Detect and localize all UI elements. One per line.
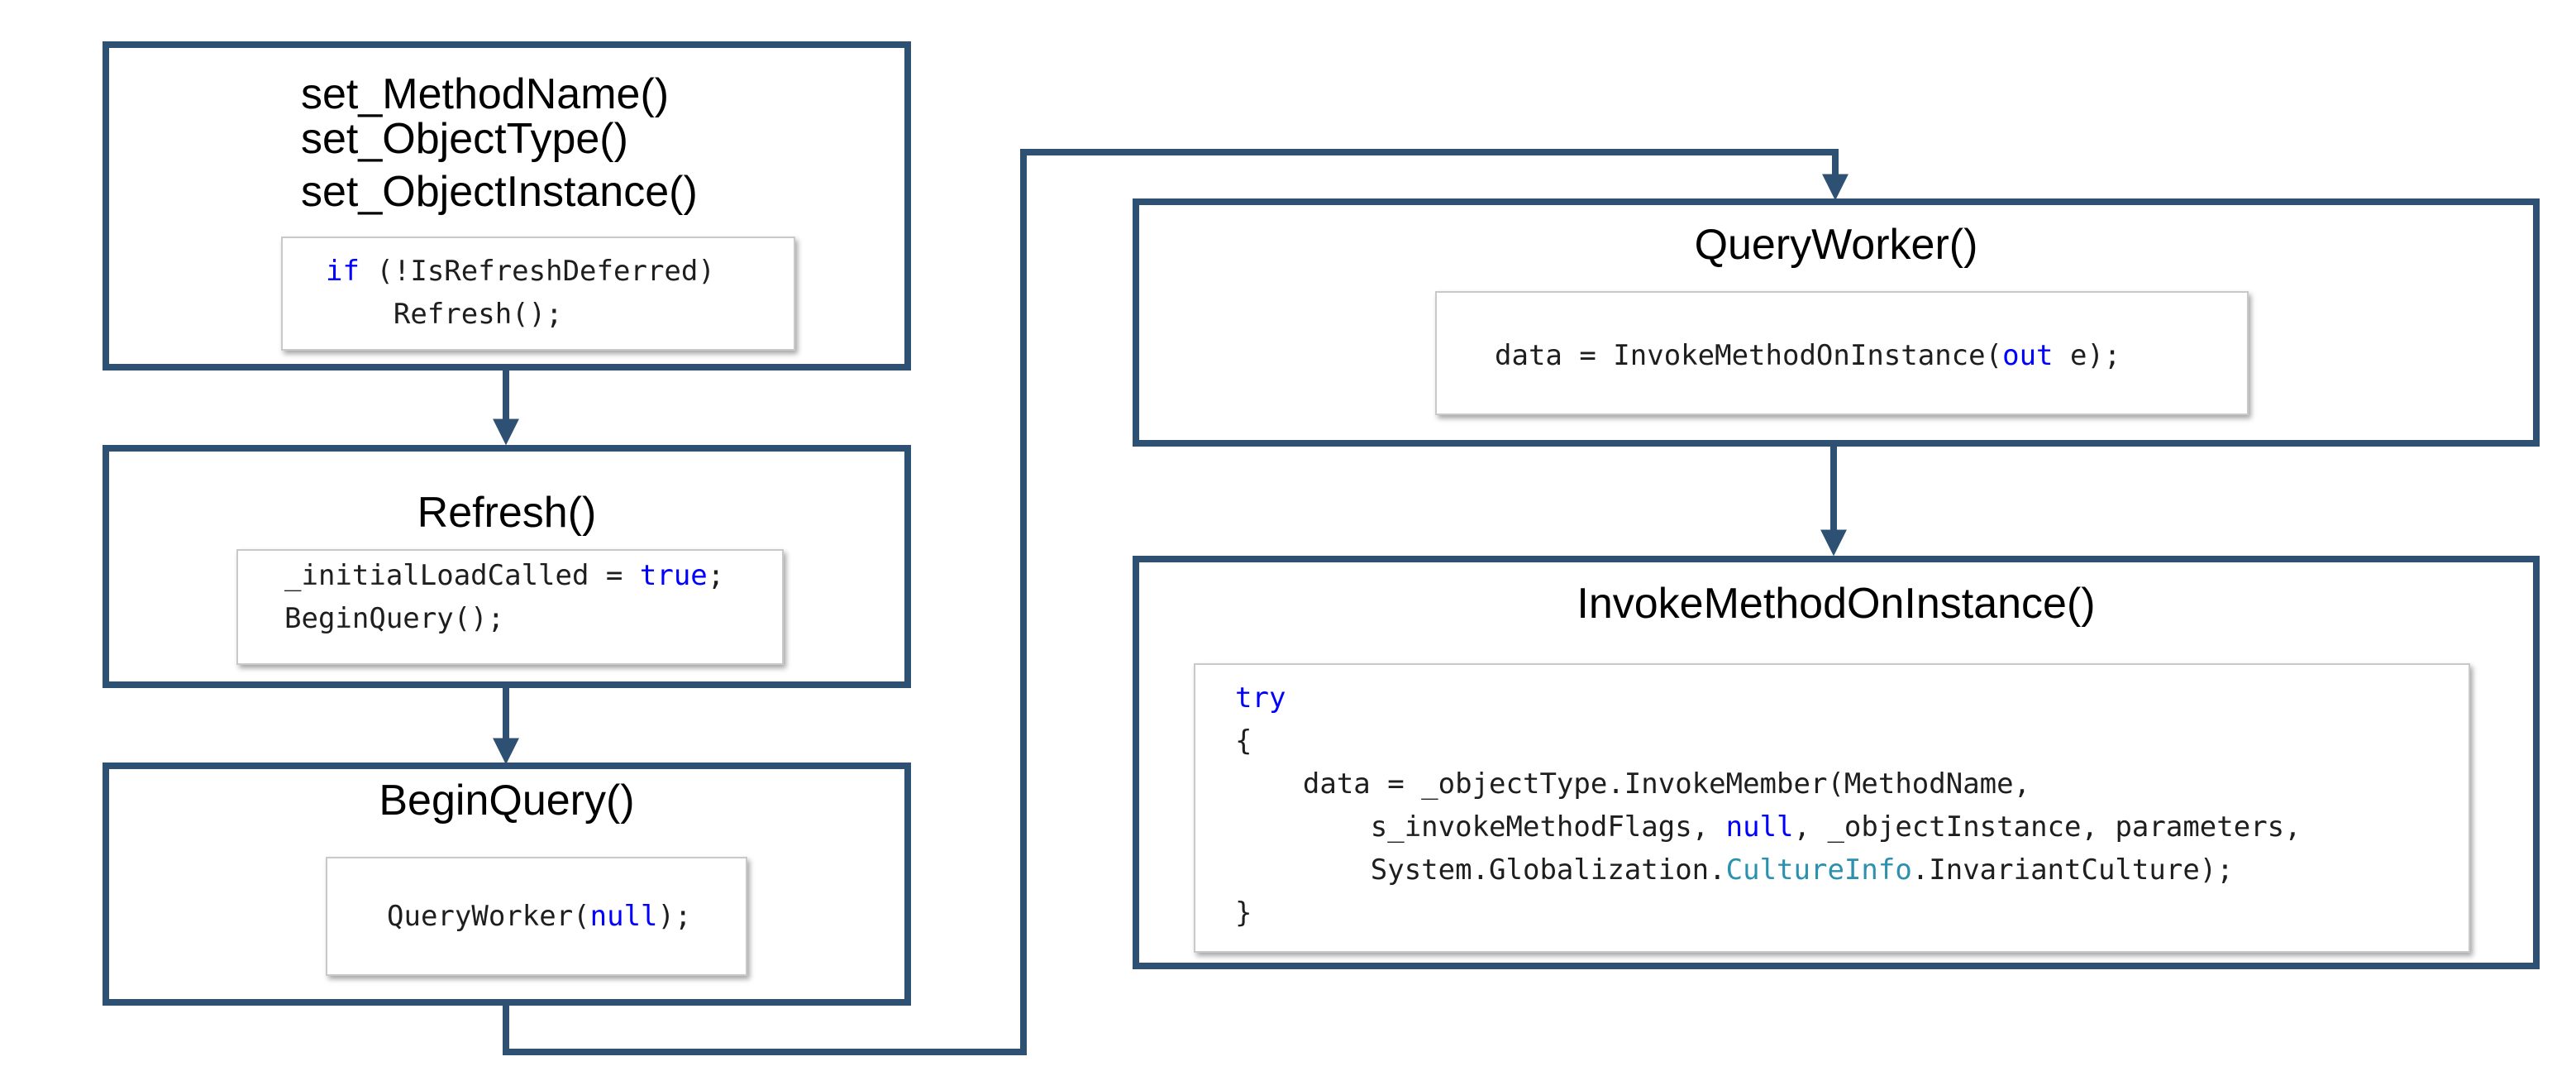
refresh-title: Refresh() <box>417 489 597 537</box>
invoke-method-box: InvokeMethodOnInstance() try { data = _ob… <box>1133 556 2540 969</box>
refresh-box: Refresh() _initialLoadCalled = true; Begi… <box>103 445 911 688</box>
code-line: QueryWorker(null); <box>387 900 692 933</box>
code-line: if (!IsRefreshDeferred) <box>326 255 715 288</box>
code-line: Refresh(); <box>326 298 563 331</box>
query-worker-box: QueryWorker() data = InvokeMethodOnInsta… <box>1133 198 2540 447</box>
code-line: _initialLoadCalled = true; <box>284 559 725 592</box>
code-line: System.Globalization.CultureInfo.Invaria… <box>1235 853 2234 887</box>
code-line: BeginQuery(); <box>284 602 505 635</box>
invoke-method-code-snippet: try { data = _objectType.InvokeMember(Met… <box>1194 663 2470 953</box>
code-line: data = InvokeMethodOnInstance(out e); <box>1495 339 2121 372</box>
query-worker-title: QueryWorker() <box>1694 221 1978 269</box>
begin-query-code-snippet: QueryWorker(null); <box>326 857 747 976</box>
query-worker-code-snippet: data = InvokeMethodOnInstance(out e); <box>1435 291 2249 415</box>
setter-method-name: set_MethodName() <box>301 70 670 118</box>
keyword-null: null <box>1725 810 1794 844</box>
setters-box: set_MethodName() set_ObjectType() set_Ob… <box>103 41 911 371</box>
setters-code-snippet: if (!IsRefreshDeferred) Refresh(); <box>281 237 795 351</box>
code-line: } <box>1235 896 1252 930</box>
keyword-true: true <box>639 559 708 592</box>
code-line: data = _objectType.InvokeMember(MethodNa… <box>1235 767 2031 801</box>
keyword-null: null <box>589 900 658 933</box>
type-cultureinfo: CultureInfo <box>1725 853 1912 887</box>
keyword-if: if <box>326 255 360 288</box>
connector-beginquery-to-queryworker <box>503 149 1849 1055</box>
setter-object-type: set_ObjectType() <box>301 115 628 163</box>
begin-query-title: BeginQuery() <box>379 777 635 825</box>
keyword-out: out <box>2002 339 2054 372</box>
refresh-code-snippet: _initialLoadCalled = true; BeginQuery(); <box>236 549 784 665</box>
code-line: s_invokeMethodFlags, null, _objectInstan… <box>1235 810 2302 844</box>
begin-query-box: BeginQuery() QueryWorker(null); <box>103 763 911 1006</box>
code-line: try <box>1235 681 1286 715</box>
setter-object-instance: set_ObjectInstance() <box>301 168 698 216</box>
code-line: { <box>1235 724 1252 758</box>
invoke-method-title: InvokeMethodOnInstance() <box>1577 580 2096 628</box>
